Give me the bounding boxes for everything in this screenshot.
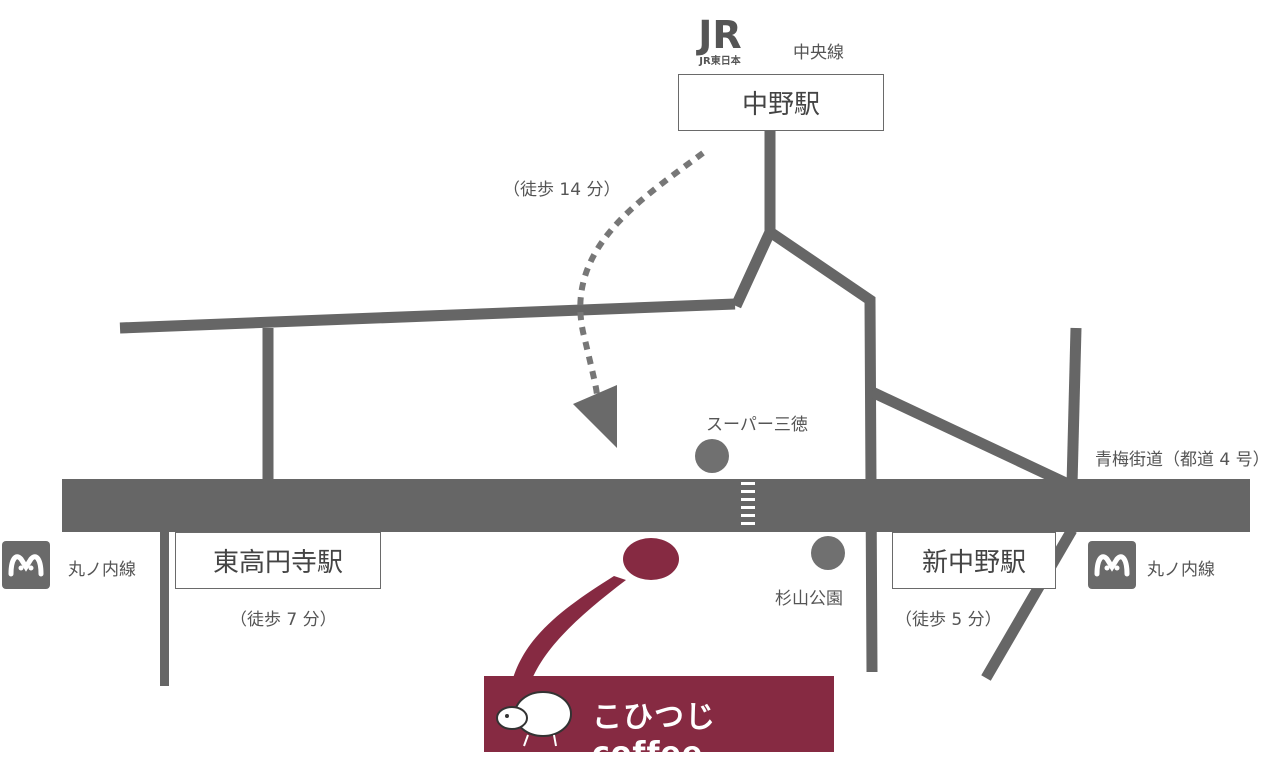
- streets: [119, 130, 1082, 681]
- shin-nakano-station[interactable]: 新中野駅: [892, 532, 1056, 589]
- walk-route: [577, 150, 705, 396]
- metro-icon: [1088, 541, 1136, 589]
- nakano-station[interactable]: 中野駅: [678, 74, 884, 131]
- marunouchi-line-label-right: 丸ノ内線: [1147, 560, 1215, 580]
- shop-name: こひつじ coffee: [592, 700, 716, 771]
- shop-sign[interactable]: こひつじ coffee: [484, 676, 834, 771]
- street-left: [160, 532, 169, 686]
- park-label: 杉山公園: [775, 589, 843, 609]
- supermarket-marker: [695, 439, 729, 473]
- walk-time-higashi-koenji: （徒歩 7 分）: [230, 610, 337, 630]
- area-map: [62, 130, 1250, 690]
- walk-time-shin-nakano: （徒歩 5 分）: [895, 610, 1002, 630]
- location-pin-tail: [510, 576, 626, 690]
- walk-time-nakano: （徒歩 14 分）: [503, 180, 621, 200]
- supermarket-label: スーパー三徳: [706, 415, 808, 435]
- metro-icon: [2, 541, 50, 589]
- ome-kaido-road: [62, 479, 1250, 532]
- chuo-line-label: 中央線: [793, 43, 844, 63]
- jr-mark: JR: [695, 13, 741, 57]
- marunouchi-line-label-left: 丸ノ内線: [68, 560, 136, 580]
- walk-arrow-icon: [573, 385, 617, 448]
- jr-sub-mark: JR東日本: [698, 54, 741, 66]
- park-marker: [811, 536, 845, 570]
- higashi-koenji-station[interactable]: 東高円寺駅: [175, 532, 381, 589]
- road-label: 青梅街道（都道 4 号）: [1095, 450, 1270, 470]
- crosswalk: [741, 482, 755, 525]
- jr-logo: JR JR東日本: [682, 12, 758, 67]
- sheep-icon: [496, 691, 572, 747]
- location-pin-icon: [623, 538, 679, 580]
